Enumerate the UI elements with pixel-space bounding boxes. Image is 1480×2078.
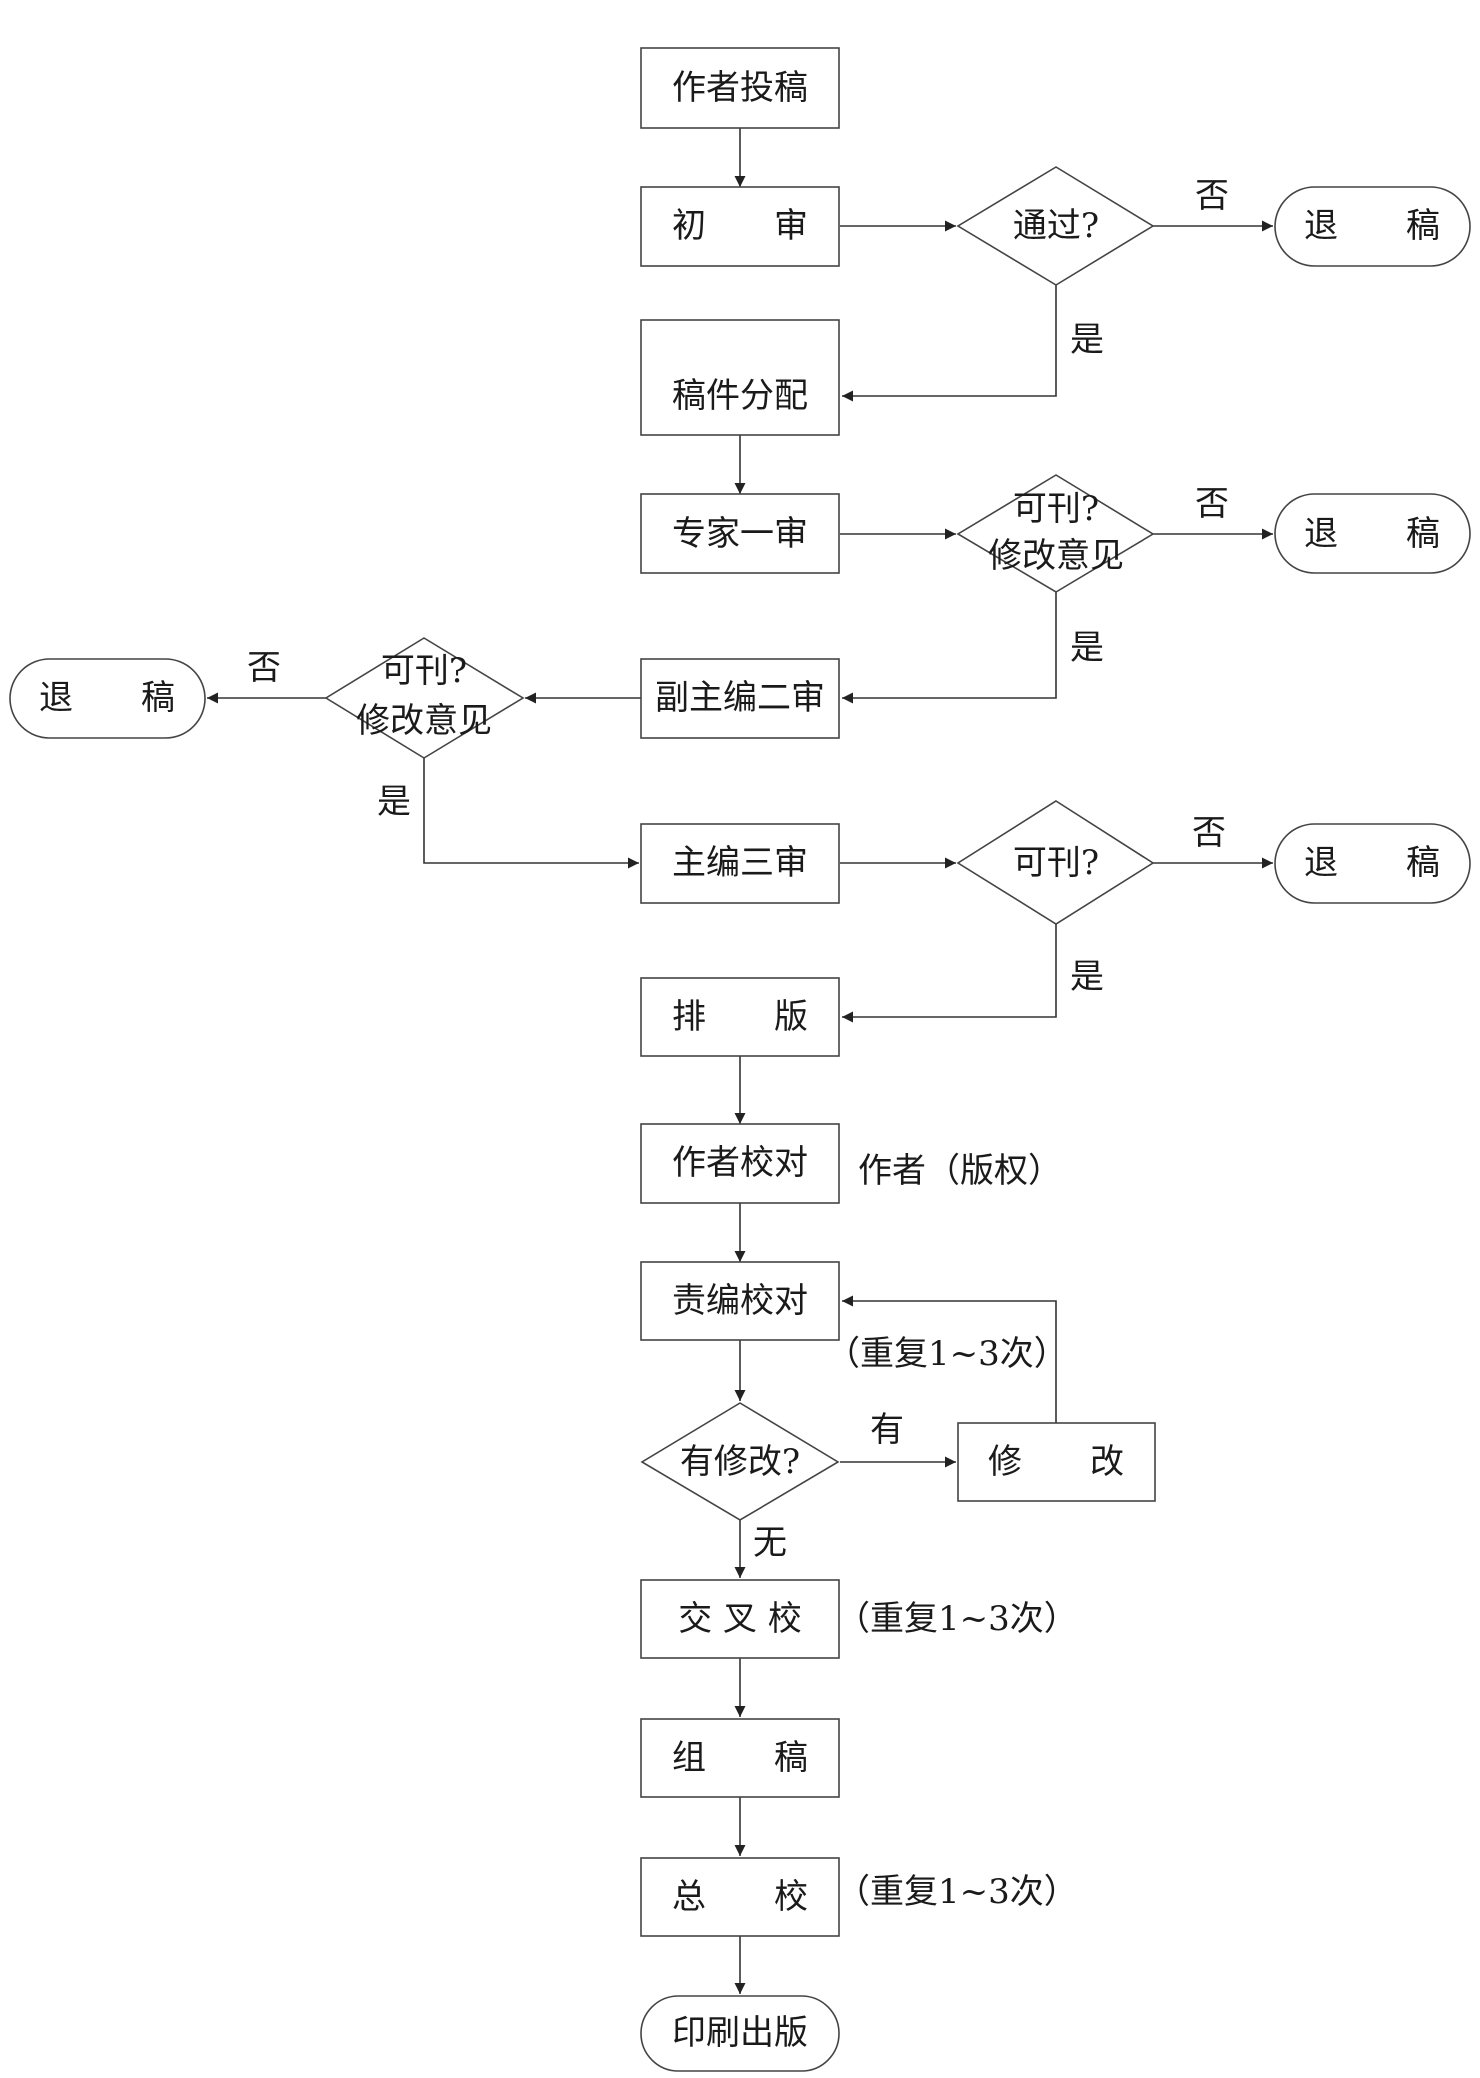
node-author-proof-label: 作者校对 — [672, 1143, 808, 1183]
decision-publishable-1-line1: 可刊? — [1013, 489, 1099, 529]
node-author-proof: 作者校对 — [640, 1123, 840, 1204]
edge-d2-yes — [842, 592, 1057, 704]
note-copyright: 作者（版权） — [858, 1151, 1062, 1191]
node-submit: 作者投稿 — [640, 47, 840, 129]
node-editor-proof: 责编校对 — [640, 1261, 840, 1341]
edge-d1-yes — [842, 285, 1057, 402]
decision-publishable-2: 可刊? 修改意见 — [324, 637, 525, 759]
terminal-publish-label: 印刷出版 — [672, 2013, 808, 2053]
node-cross-check-label: 交 叉 校 — [678, 1599, 802, 1639]
terminal-reject-4: 退 稿 — [1274, 823, 1471, 904]
terminal-reject-1: 退 稿 — [1274, 186, 1471, 267]
node-vice-review: 副主编二审 — [640, 658, 840, 739]
terminal-reject-2-label: 退 稿 — [1304, 514, 1440, 554]
node-modify: 修 改 — [957, 1422, 1156, 1502]
label-yes-3: 是 — [377, 782, 411, 822]
label-yes-4: 是 — [1070, 957, 1104, 997]
notes: 作者（版权） （重复1~3次） （重复1~3次） （重复1~3次） — [826, 1151, 1078, 1912]
node-expert-review-label: 专家一审 — [672, 514, 808, 554]
label-has: 有 — [870, 1410, 904, 1450]
note-repeat-3: （重复1~3次） — [836, 1872, 1078, 1912]
node-first-review: 初 审 — [640, 186, 840, 267]
node-expert-review: 专家一审 — [640, 493, 840, 574]
node-assign-label: 稿件分配 — [672, 376, 808, 416]
node-final-check-label: 总 校 — [672, 1877, 808, 1917]
node-cross-check: 交 叉 校 — [640, 1579, 840, 1659]
terminal-reject-2: 退 稿 — [1274, 493, 1471, 574]
node-chief-review: 主编三审 — [640, 823, 840, 904]
decision-publishable-3-label: 可刊? — [1013, 843, 1099, 883]
node-typeset-label: 排 版 — [672, 997, 808, 1037]
label-no-2: 否 — [1195, 484, 1229, 524]
edge-d3-yes — [423, 758, 639, 869]
decision-has-changes: 有修改? — [640, 1402, 840, 1521]
edge-labels: 否 是 否 是 否 是 否 是 有 无 — [247, 176, 1229, 1563]
terminal-reject-1-label: 退 稿 — [1304, 206, 1440, 246]
node-compose-label: 组 稿 — [672, 1738, 808, 1778]
node-editor-proof-label: 责编校对 — [672, 1281, 808, 1321]
edge-modify-loop — [842, 1295, 1057, 1423]
decision-publishable-1: 可刊? 修改意见 — [956, 474, 1155, 593]
label-yes-2: 是 — [1070, 628, 1104, 668]
label-none: 无 — [753, 1523, 787, 1563]
terminal-publish: 印刷出版 — [640, 1995, 840, 2072]
decision-publishable-1-line2: 修改意见 — [988, 536, 1124, 576]
note-repeat-2: （重复1~3次） — [836, 1599, 1078, 1639]
decision-publishable-2-line1: 可刊? — [381, 651, 467, 691]
node-submit-label: 作者投稿 — [672, 68, 808, 108]
node-first-review-label: 初 审 — [672, 206, 808, 246]
node-assign: 稿件分配 — [640, 319, 840, 436]
decision-pass-label: 通过? — [1013, 206, 1099, 246]
label-no-4: 否 — [1192, 813, 1226, 853]
decision-has-changes-label: 有修改? — [680, 1442, 800, 1482]
node-vice-review-label: 副主编二审 — [655, 678, 825, 718]
node-chief-review-label: 主编三审 — [672, 843, 808, 883]
node-compose: 组 稿 — [640, 1718, 840, 1798]
node-typeset: 排 版 — [640, 977, 840, 1057]
decision-pass: 通过? — [956, 166, 1155, 286]
terminal-reject-3-label: 退 稿 — [39, 678, 175, 718]
decision-publishable-3: 可刊? — [956, 800, 1155, 925]
note-repeat-1: （重复1~3次） — [826, 1334, 1068, 1374]
node-modify-label: 修 改 — [988, 1442, 1124, 1482]
label-no-3: 否 — [247, 648, 281, 688]
edges — [207, 128, 1273, 1994]
label-yes-1: 是 — [1070, 320, 1104, 360]
terminal-reject-3: 退 稿 — [9, 658, 206, 739]
label-no-1: 否 — [1195, 176, 1229, 216]
decision-publishable-2-line2: 修改意见 — [356, 701, 492, 741]
edge-d4-yes — [842, 924, 1057, 1023]
node-final-check: 总 校 — [640, 1857, 840, 1937]
terminal-reject-4-label: 退 稿 — [1304, 843, 1440, 883]
